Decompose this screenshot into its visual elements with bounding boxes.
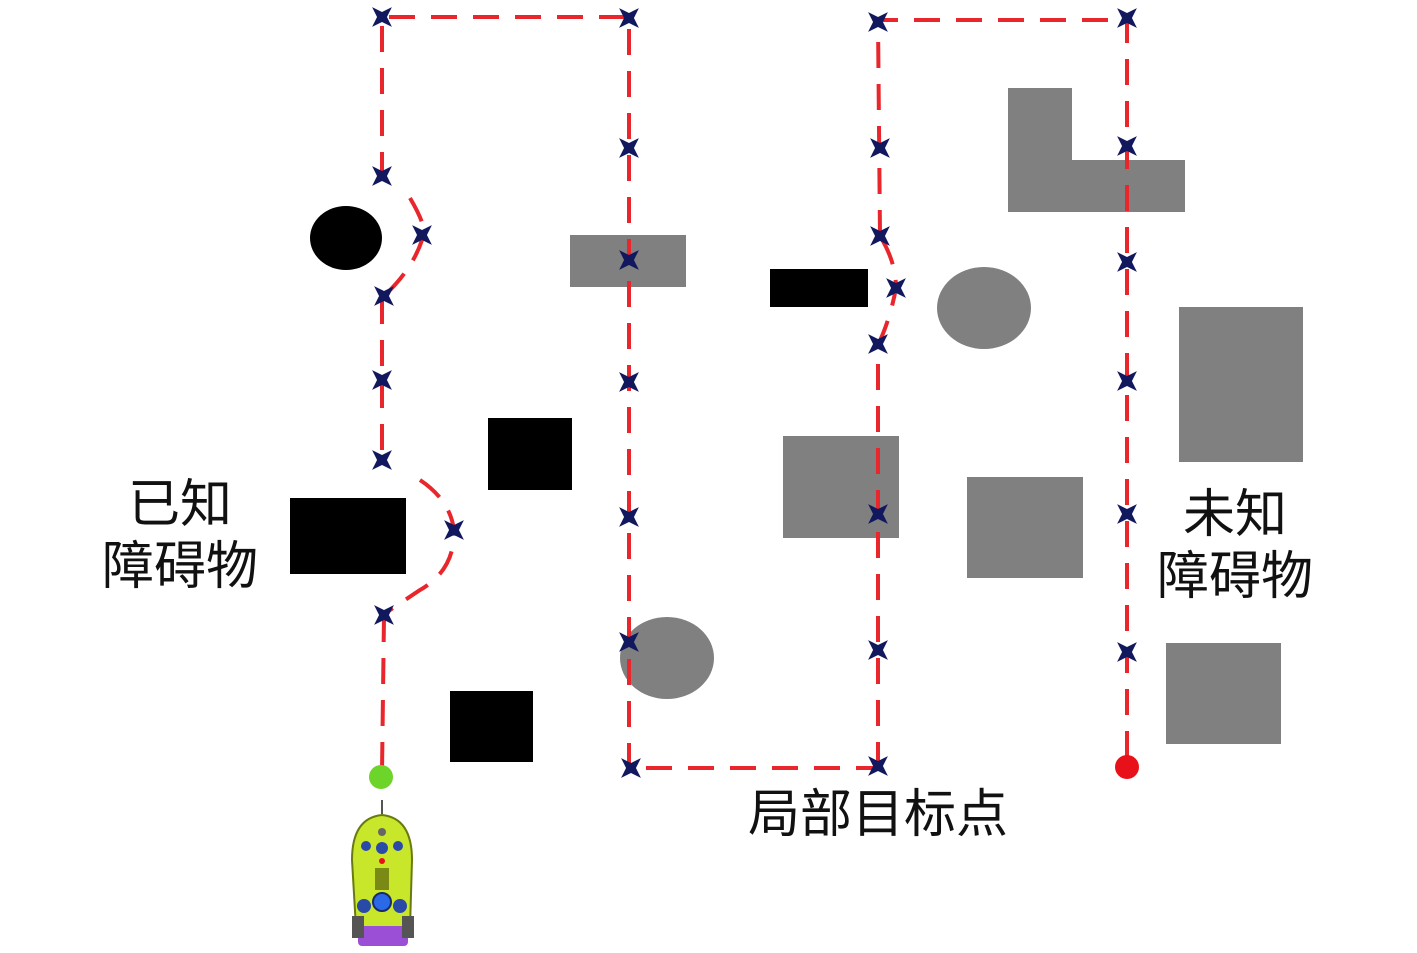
unknown-obstacle-label: 未知 障碍物: [1146, 484, 1324, 609]
unknown-obstacle-circle: [937, 267, 1031, 349]
unknown-obstacle-circle: [620, 617, 714, 699]
known-obstacle-label: 已知 障碍物: [94, 474, 266, 599]
star-cross-icon: [876, 268, 916, 308]
star-cross-icon: [858, 324, 898, 364]
local-goal-label-text: 局部目标点: [748, 784, 1008, 846]
local-goal-label: 局部目标点: [748, 784, 1008, 846]
unknown-obstacle-l-shape: [1008, 88, 1185, 212]
known-obstacle-circle: [310, 206, 382, 270]
unknown-obstacle-rect: [783, 436, 899, 538]
path-detour-circle: [384, 198, 424, 296]
known-obstacle-rect: [450, 691, 533, 762]
known-obstacle-label-line1: 已知: [94, 474, 266, 536]
known-obstacle-rect: [770, 269, 868, 307]
unknown-obstacle-rect: [1179, 307, 1303, 462]
path-column-3-top: [878, 20, 1127, 766]
unknown-obstacle-label-line2: 障碍物: [1146, 546, 1324, 608]
unknown-obstacle-rect: [1166, 643, 1281, 744]
red-dot-icon: [1115, 755, 1139, 779]
known-obstacle-rect: [290, 498, 406, 574]
unknown-obstacles: [570, 88, 1303, 744]
known-obstacle-label-line2: 障碍物: [94, 536, 266, 598]
unknown-obstacle-rect: [967, 477, 1083, 578]
underwater-vehicle-icon: [352, 800, 414, 946]
star-cross-icon: [434, 510, 474, 550]
path-column-1-bottom: [382, 616, 384, 772]
unknown-obstacle-label-line1: 未知: [1146, 484, 1324, 546]
green-dot-icon: [369, 765, 393, 789]
known-obstacle-rect: [488, 418, 572, 490]
